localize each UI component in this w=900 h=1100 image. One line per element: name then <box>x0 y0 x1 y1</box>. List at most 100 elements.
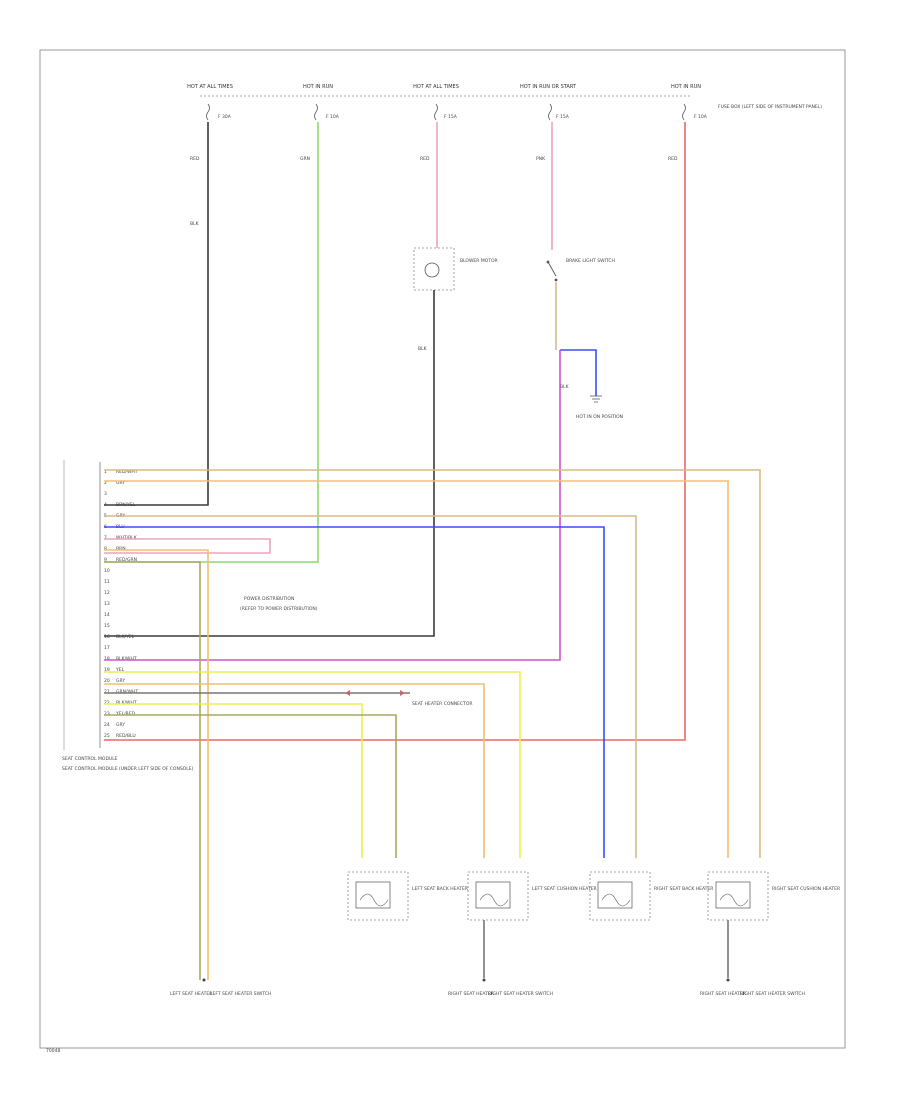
wire-tan <box>104 515 637 858</box>
svg-text:RIGHT SEAT HEATER: RIGHT SEAT HEATER <box>448 991 494 997</box>
ground-symbol: BLK HOT IN ON POSITION <box>560 384 623 420</box>
ground-point <box>726 978 730 982</box>
seat-heater-right-back: RIGHT SEAT BACK HEATER <box>589 871 713 921</box>
seat-heater-left-cushion: LEFT SEAT CUSHION HEATER <box>467 871 597 921</box>
svg-text:RIGHT SEAT HEATER SWITCH: RIGHT SEAT HEATER SWITCH <box>488 991 553 997</box>
pin-number: 12 <box>104 590 110 596</box>
bottom-ground-2: RIGHT SEAT HEATER RIGHT SEAT HEATER SWIT… <box>448 991 553 997</box>
pin-label: GRY <box>116 722 125 728</box>
svg-text:RIGHT SEAT BACK HEATER: RIGHT SEAT BACK HEATER <box>654 886 713 892</box>
pin-number: 9 <box>104 557 107 563</box>
svg-text:BLK: BLK <box>560 384 570 390</box>
wire-yellow <box>104 671 521 858</box>
svg-text:LEFT SEAT BACK HEATER: LEFT SEAT BACK HEATER <box>412 886 468 892</box>
pin-label: BLK/YEL <box>116 634 135 640</box>
pin-label: GRY <box>116 678 125 684</box>
wire-black <box>104 290 435 637</box>
pin-label: RED/WHT <box>116 469 138 475</box>
svg-text:LEFT SEAT CUSHION HEATER: LEFT SEAT CUSHION HEATER <box>532 886 597 892</box>
ground-point <box>482 978 486 982</box>
svg-text:BRAKE LIGHT SWITCH: BRAKE LIGHT SWITCH <box>566 258 615 264</box>
svg-text:HOT IN RUN: HOT IN RUN <box>671 84 701 90</box>
fuse-source-1: HOT AT ALL TIMES F 30A <box>187 84 233 120</box>
svg-text:SEAT CONTROL MODULE: SEAT CONTROL MODULE <box>62 756 118 762</box>
pin-label: YEL <box>115 667 125 673</box>
fuse-box-label: FUSE BOX (LEFT SIDE OF INSTRUMENT PANEL) <box>718 104 822 110</box>
svg-text:HOT AT ALL TIMES: HOT AT ALL TIMES <box>413 84 459 90</box>
fuse-source-4: HOT IN RUN OR START F 15A <box>520 84 577 120</box>
svg-text:F 15A: F 15A <box>556 114 570 120</box>
pin-label: BRN <box>116 546 126 552</box>
wire-blue <box>560 349 597 396</box>
wire-label-5: RED <box>668 156 678 162</box>
wires <box>104 122 761 982</box>
svg-text:F 30A: F 30A <box>218 114 232 120</box>
fuse-symbols <box>206 103 686 121</box>
brake-switch: BRAKE LIGHT SWITCH <box>546 258 615 282</box>
svg-text:RIGHT SEAT HEATER: RIGHT SEAT HEATER <box>700 991 746 997</box>
bottom-ground-1: LEFT SEAT HEATER LEFT SEAT HEATER SWITCH <box>170 991 271 997</box>
pin-number: 17 <box>104 645 110 651</box>
svg-text:POWER DISTRIBUTION: POWER DISTRIBUTION <box>244 596 294 602</box>
footer-code: 70048 <box>46 1048 60 1054</box>
pin-number: 22 <box>104 700 110 706</box>
svg-text:(REFER TO POWER DISTRIBUTION): (REFER TO POWER DISTRIBUTION) <box>240 606 318 612</box>
svg-text:F 10A: F 10A <box>694 114 708 120</box>
wire-violet <box>104 350 561 661</box>
connector-label: SEAT HEATER CONNECTOR <box>412 701 473 707</box>
wire-label-black-1: BLK <box>190 221 200 227</box>
ground-icon <box>590 395 602 403</box>
wire-label-2: GRN <box>300 156 310 162</box>
wire-orange <box>104 683 485 858</box>
pin-number: 2 <box>104 480 107 486</box>
pin-number: 7 <box>104 535 107 541</box>
wire-green <box>104 122 319 563</box>
pin-number: 21 <box>104 689 110 695</box>
pin-label: YEL/RED <box>115 711 136 717</box>
wire-orange <box>104 549 209 980</box>
wire-label-4: PNK <box>536 156 546 162</box>
pin-label: BLK/WHT <box>116 656 137 662</box>
svg-text:RIGHT SEAT HEATER SWITCH: RIGHT SEAT HEATER SWITCH <box>740 991 805 997</box>
bottom-ground-3: RIGHT SEAT HEATER RIGHT SEAT HEATER SWIT… <box>700 991 805 997</box>
pin-number: 14 <box>104 612 110 618</box>
wire-olive <box>104 714 397 858</box>
svg-text:HOT AT ALL TIMES: HOT AT ALL TIMES <box>187 84 233 90</box>
pin-number: 19 <box>104 667 110 673</box>
pin-number: 18 <box>104 656 110 662</box>
pin-number: 15 <box>104 623 110 629</box>
pin-label: GRY <box>116 480 125 486</box>
svg-text:LEFT SEAT HEATER: LEFT SEAT HEATER <box>170 991 212 997</box>
svg-text:F 10A: F 10A <box>326 114 340 120</box>
svg-text:HOT IN RUN OR START: HOT IN RUN OR START <box>520 84 577 90</box>
svg-text:LEFT SEAT HEATER SWITCH: LEFT SEAT HEATER SWITCH <box>210 991 271 997</box>
pin-number: 3 <box>104 491 107 497</box>
svg-text:HOT IN RUN: HOT IN RUN <box>303 84 333 90</box>
diagram-frame <box>39 49 846 1049</box>
pin-label: GRN/WHT <box>116 689 138 695</box>
wire-pink <box>104 538 271 554</box>
seat-control-module: POWER DISTRIBUTION (REFER TO POWER DISTR… <box>62 460 318 772</box>
seat-heater-right-cushion: RIGHT SEAT CUSHION HEATER <box>707 871 840 921</box>
pin-number: 16 <box>104 634 110 640</box>
wire-yellow <box>104 703 363 858</box>
fuse-source-2: HOT IN RUN F 10A <box>303 84 340 120</box>
svg-text:RIGHT SEAT CUSHION HEATER: RIGHT SEAT CUSHION HEATER <box>772 886 840 892</box>
pin-label: WHT/BLK <box>116 535 138 541</box>
seat-heater-left-back: LEFT SEAT BACK HEATER <box>347 871 468 921</box>
wire-label-3: RED <box>420 156 430 162</box>
pin-number: 23 <box>104 711 110 717</box>
ground-point <box>202 978 206 982</box>
svg-text:BLOWER MOTOR: BLOWER MOTOR <box>460 258 498 264</box>
wire-black <box>104 122 209 506</box>
pin-number: 8 <box>104 546 107 552</box>
wire-label-1: RED <box>190 156 200 162</box>
pin-label: RED/BLU <box>116 733 136 739</box>
svg-text:SEAT CONTROL MODULE (UNDER LEF: SEAT CONTROL MODULE (UNDER LEFT SIDE OF … <box>62 766 194 772</box>
wire-label-black-2: BLK <box>418 346 428 352</box>
pin-label: BLK/WHT <box>116 700 137 706</box>
pin-label: RED/GRN <box>116 557 137 563</box>
wire-tan <box>104 469 761 858</box>
